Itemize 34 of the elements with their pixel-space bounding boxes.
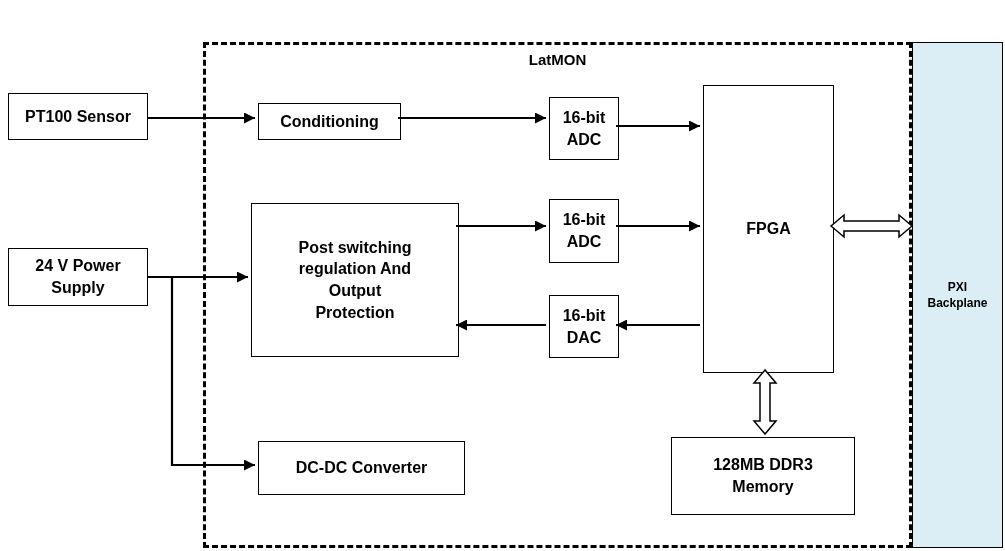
backplane-box	[912, 42, 1003, 548]
block-label: 128MB DDR3 Memory	[712, 455, 814, 497]
block-label: Conditioning	[280, 111, 379, 132]
arrow	[148, 275, 255, 471]
arrow	[616, 120, 700, 132]
block-label: FPGA	[746, 219, 791, 240]
block-label: Post switching regulation And Output Protection	[297, 237, 413, 323]
arrow	[398, 112, 546, 124]
block-box	[258, 103, 401, 140]
double-arrow	[752, 368, 778, 436]
block-label: PT100 Sensor	[25, 106, 131, 127]
arrow	[148, 112, 255, 124]
double-arrow	[829, 213, 914, 239]
block-box	[549, 97, 619, 160]
block-box	[703, 85, 834, 373]
arrow	[456, 319, 546, 331]
dashed-boundary	[203, 42, 912, 548]
block-box	[251, 203, 459, 357]
arrow	[616, 319, 700, 331]
block-label: 16-bit ADC	[561, 107, 607, 150]
block-label: DC-DC Converter	[295, 458, 428, 479]
block-box	[258, 441, 465, 495]
group-title: LatMON	[527, 50, 588, 70]
arrow	[456, 220, 546, 232]
block-label: 24 V Power Supply	[34, 256, 122, 298]
block-box	[8, 248, 148, 306]
block-label: 16-bit ADC	[561, 210, 607, 252]
block-label: 16-bit DAC	[561, 305, 607, 348]
block-label: PXI Backplane	[926, 278, 989, 312]
arrow	[616, 220, 700, 232]
block-box	[549, 199, 619, 263]
block-box	[8, 93, 148, 140]
block-box	[549, 295, 619, 358]
block-box	[671, 437, 855, 515]
